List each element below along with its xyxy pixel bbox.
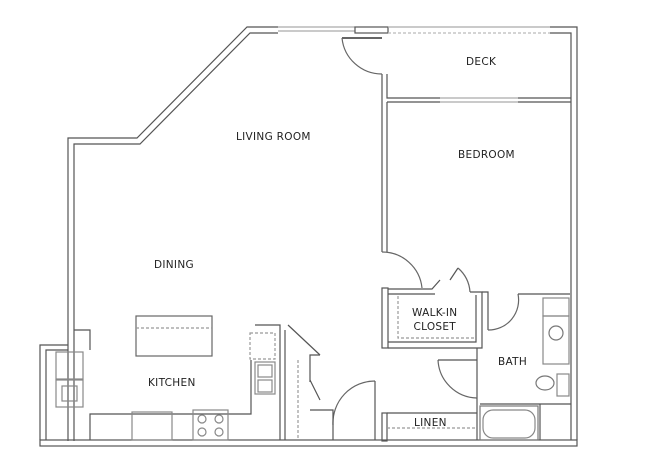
room-label-living-room: LIVING ROOM	[236, 131, 311, 143]
room-label-walk-in-closet: WALK-IN CLOSET	[412, 306, 457, 334]
room-label-linen: LINEN	[414, 417, 447, 429]
room-label-kitchen: KITCHEN	[148, 377, 196, 389]
closet-label-line1: WALK-IN	[412, 307, 458, 319]
room-label-bath: BATH	[498, 356, 528, 368]
room-label-dining: DINING	[154, 259, 194, 271]
room-label-deck: DECK	[466, 56, 497, 68]
interior-walls	[39, 37, 571, 442]
exterior-walls	[39, 26, 578, 447]
room-label-bedroom: BEDROOM	[458, 149, 515, 161]
closet-label-line2: CLOSET	[413, 321, 457, 333]
